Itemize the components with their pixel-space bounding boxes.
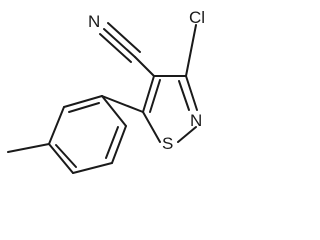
nitrile-bond-b bbox=[107, 22, 141, 53]
benzene-bond-5 bbox=[111, 125, 127, 164]
benzene-bond-1-inner bbox=[68, 102, 100, 113]
benzene-bond-1 bbox=[63, 95, 103, 108]
bond-n2-s1 bbox=[177, 126, 197, 143]
benzene-bond-3-inner bbox=[55, 144, 77, 168]
benzene-bond-6 bbox=[101, 95, 127, 127]
nitrile-bond-a bbox=[103, 28, 136, 58]
structure-canvas: N Cl N S bbox=[7, 8, 206, 174]
atom-label-ring-n: N bbox=[190, 111, 202, 130]
bond-c5-c4-a bbox=[142, 75, 155, 113]
bond-c3-n2-a bbox=[185, 75, 198, 111]
benzene-bond-5-inner bbox=[105, 126, 119, 159]
bond-c3-n2-b bbox=[178, 80, 190, 111]
bond-c5-aryl bbox=[101, 95, 144, 113]
bond-methyl bbox=[7, 143, 50, 153]
atom-label-ring-s: S bbox=[162, 134, 173, 153]
bond-c5-c4-b bbox=[149, 79, 161, 113]
benzene-bond-3 bbox=[48, 143, 74, 174]
bond-s1-c5 bbox=[142, 111, 161, 143]
atom-label-chlorine: Cl bbox=[189, 8, 205, 27]
bond-c3-cl bbox=[185, 24, 197, 77]
nitrile-bond-c bbox=[99, 33, 132, 63]
atom-label-nitrile-n: N bbox=[88, 12, 100, 31]
benzene-bond-4 bbox=[72, 162, 113, 174]
bond-cn-c4 bbox=[134, 56, 155, 77]
chemical-structure-diagram: N Cl N S bbox=[7, 8, 205, 174]
benzene-bond-2 bbox=[48, 106, 65, 145]
